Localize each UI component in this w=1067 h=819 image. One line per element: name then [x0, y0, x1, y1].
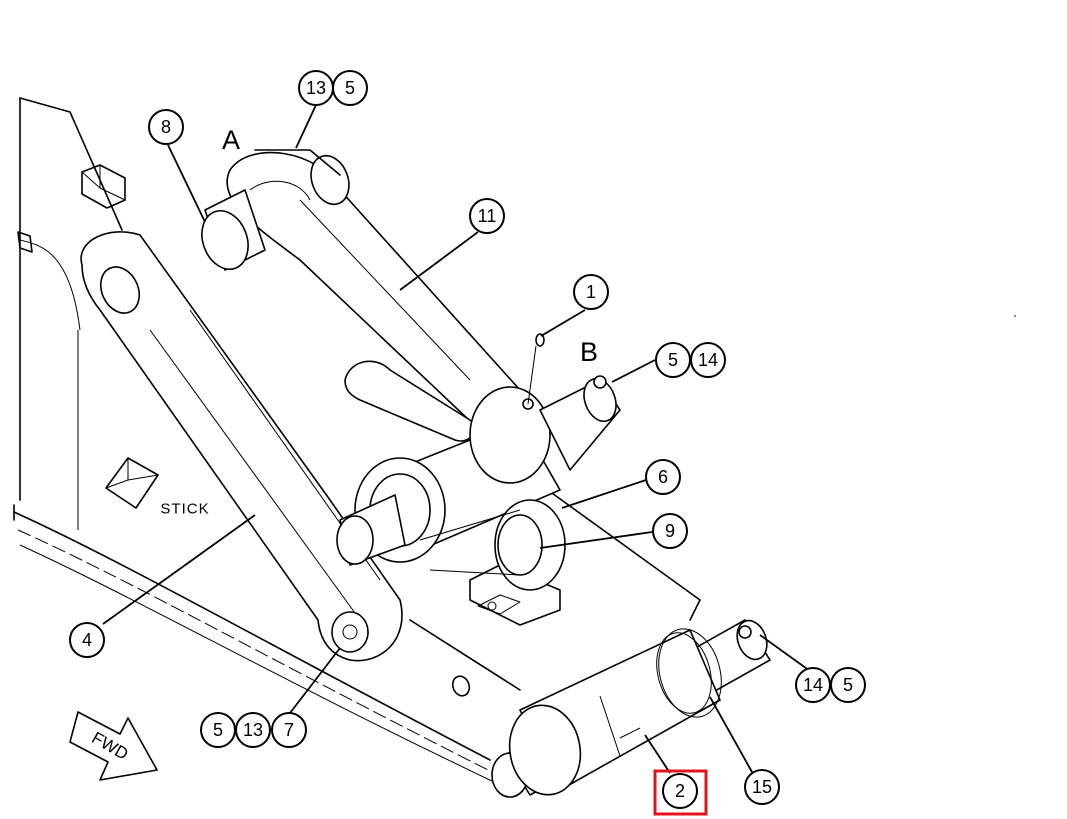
callout-14-right: 14	[795, 667, 831, 703]
svg-text:5: 5	[213, 720, 223, 740]
svg-text:9: 9	[665, 521, 675, 541]
svg-text:6: 6	[658, 467, 668, 487]
svg-text:14: 14	[698, 350, 718, 370]
callout-8: 8	[148, 109, 184, 145]
svg-text:2: 2	[675, 781, 685, 801]
svg-text:4: 4	[82, 630, 92, 650]
callout-13-bottom: 13	[235, 712, 271, 748]
callout-4: 4	[69, 622, 105, 658]
callout-5-right: 5	[830, 667, 866, 703]
svg-text:7: 7	[284, 720, 294, 740]
svg-text:13: 13	[243, 720, 263, 740]
view-label-b: B	[580, 337, 598, 367]
view-label-a: A	[222, 125, 240, 155]
svg-text:5: 5	[843, 675, 853, 695]
callout-14-b: 14	[690, 342, 726, 378]
callout-15: 15	[744, 769, 780, 805]
callout-5-b: 5	[655, 342, 691, 378]
svg-text:1: 1	[586, 282, 596, 302]
svg-text:14: 14	[803, 675, 823, 695]
side-link	[80, 231, 403, 662]
callout-2[interactable]: 2	[653, 769, 708, 816]
bottom-pin	[491, 619, 771, 798]
upper-pin	[201, 149, 350, 271]
power-link	[226, 151, 529, 442]
speck	[1014, 315, 1016, 317]
callout-5-top: 5	[332, 70, 368, 106]
callout-13-top: 13	[298, 70, 334, 106]
svg-text:5: 5	[668, 350, 678, 370]
leader-lines	[102, 104, 811, 774]
callout-9: 9	[652, 513, 688, 549]
highlight-box	[653, 769, 708, 816]
svg-text:15: 15	[752, 777, 772, 797]
callout-6: 6	[645, 459, 681, 495]
lower-pin-assembly	[336, 333, 621, 591]
svg-text:11: 11	[478, 206, 497, 226]
svg-text:8: 8	[161, 117, 171, 137]
callout-1: 1	[573, 274, 609, 310]
svg-text:5: 5	[345, 78, 355, 98]
fwd-arrow-icon: FWD	[69, 711, 158, 781]
stick-label: STICK	[160, 501, 209, 518]
callout-11: 11	[469, 198, 505, 234]
callout-7: 7	[271, 712, 307, 748]
callout-5-bottom: 5	[200, 712, 236, 748]
svg-text:13: 13	[306, 78, 326, 98]
